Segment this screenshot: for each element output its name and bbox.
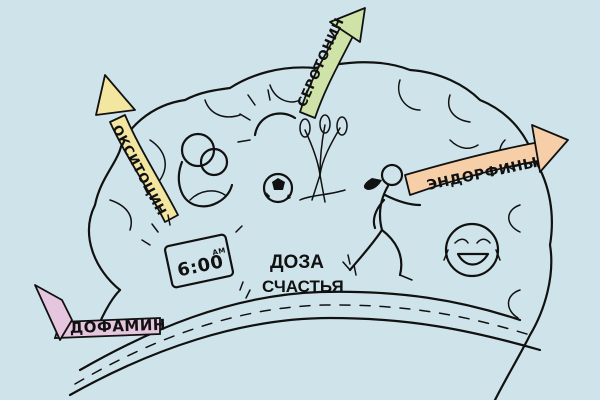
clock-suffix: AM [212,246,227,257]
wheat-bouquet-icon [299,114,348,203]
oxytocin-arrow: ОКСИТОЦИН [95,74,179,223]
dopamine-arrow: ДОФАМИН [34,284,167,341]
center-title-line1: ДОЗА [270,252,324,273]
decorative-dashes [239,254,357,299]
running-woman-icon [342,163,422,281]
sun-icon [237,89,297,143]
oxytocin-label: ОКСИТОЦИН [108,123,168,219]
brain-outline [87,61,553,400]
road-icon [68,290,542,397]
center-title-line2: СЧАСТЬЯ [262,277,344,296]
endorphins-arrow: ЭНДОРФИНЫ [404,124,569,196]
hugging-people-icon [177,132,234,208]
laughing-face-icon [443,222,501,278]
dopamine-label: ДОФАМИН [70,316,167,337]
alarm-clock-icon: 6:00 AM [141,214,243,289]
soccer-ball-icon [262,172,294,204]
